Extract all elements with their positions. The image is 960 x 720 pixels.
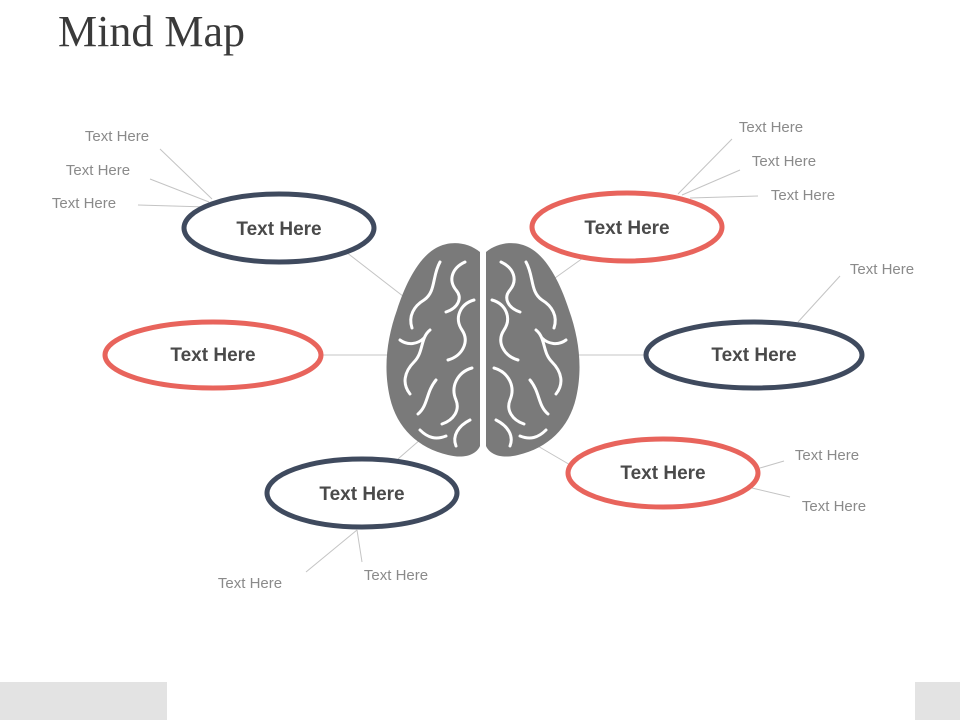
connector-leaf-6-1	[759, 460, 785, 469]
connector-leaf-2-2	[681, 169, 741, 196]
mind-map-node-1: Text Here	[181, 191, 377, 265]
brain-left-hemisphere	[386, 243, 480, 457]
mind-map-node-5: Text Here	[264, 456, 460, 530]
leaf-label-4-1: Text Here	[850, 261, 914, 278]
leaf-label-2-1: Text Here	[739, 119, 803, 136]
page-title: Mind Map	[58, 7, 245, 56]
brain-folds	[398, 260, 568, 448]
mind-map-node-4: Text Here	[643, 319, 865, 391]
node-ellipse	[264, 456, 460, 530]
leaf-label-1-2: Text Here	[66, 162, 130, 179]
connector-leaf-2-3	[689, 195, 759, 199]
node-ellipse	[565, 436, 761, 510]
mind-map-node-2: Text Here	[529, 190, 725, 264]
brain-icon	[386, 243, 580, 457]
brain-right-hemisphere	[486, 243, 580, 457]
mind-map-node-3: Text Here	[102, 319, 324, 391]
leaf-label-1-1: Text Here	[85, 128, 149, 145]
node-ellipse	[181, 191, 377, 265]
footer-bar-left	[0, 682, 167, 720]
leaf-label-2-2: Text Here	[752, 153, 816, 170]
connector-leaf-5-2	[356, 529, 363, 563]
connector-leaf-1-1	[159, 148, 213, 200]
connector-brain-node-5	[397, 438, 422, 460]
node-label: Text Here	[170, 345, 255, 366]
connector-leaf-4-1	[797, 275, 841, 323]
node-label: Text Here	[584, 218, 669, 239]
node-ellipse	[643, 319, 865, 391]
leaf-label-1-3: Text Here	[52, 195, 116, 212]
node-label: Text Here	[319, 484, 404, 505]
node-ellipse	[529, 190, 725, 264]
leaf-label-5-1: Text Here	[218, 575, 282, 592]
leaf-label-6-2: Text Here	[802, 498, 866, 515]
brain-connectors	[323, 251, 645, 474]
leaf-label-2-3: Text Here	[771, 187, 835, 204]
footer-bar-right	[915, 682, 960, 720]
mind-map-node-6: Text Here	[565, 436, 761, 510]
node-ellipse	[102, 319, 324, 391]
connector-leaf-1-2	[149, 178, 210, 203]
node-label: Text Here	[236, 219, 321, 240]
node-label: Text Here	[711, 345, 796, 366]
connector-leaf-1-3	[137, 204, 208, 208]
connector-leaf-6-2	[751, 487, 791, 498]
leaf-labels: Text Here Text Here Text Here Text Here …	[52, 119, 914, 592]
connector-brain-node-1	[345, 251, 409, 301]
connector-leaf-5-1	[305, 529, 358, 573]
leaf-label-6-1: Text Here	[795, 447, 859, 464]
leaf-connectors	[137, 138, 841, 573]
node-label: Text Here	[620, 463, 705, 484]
connector-leaf-2-1	[677, 138, 733, 195]
leaf-label-5-2: Text Here	[364, 567, 428, 584]
